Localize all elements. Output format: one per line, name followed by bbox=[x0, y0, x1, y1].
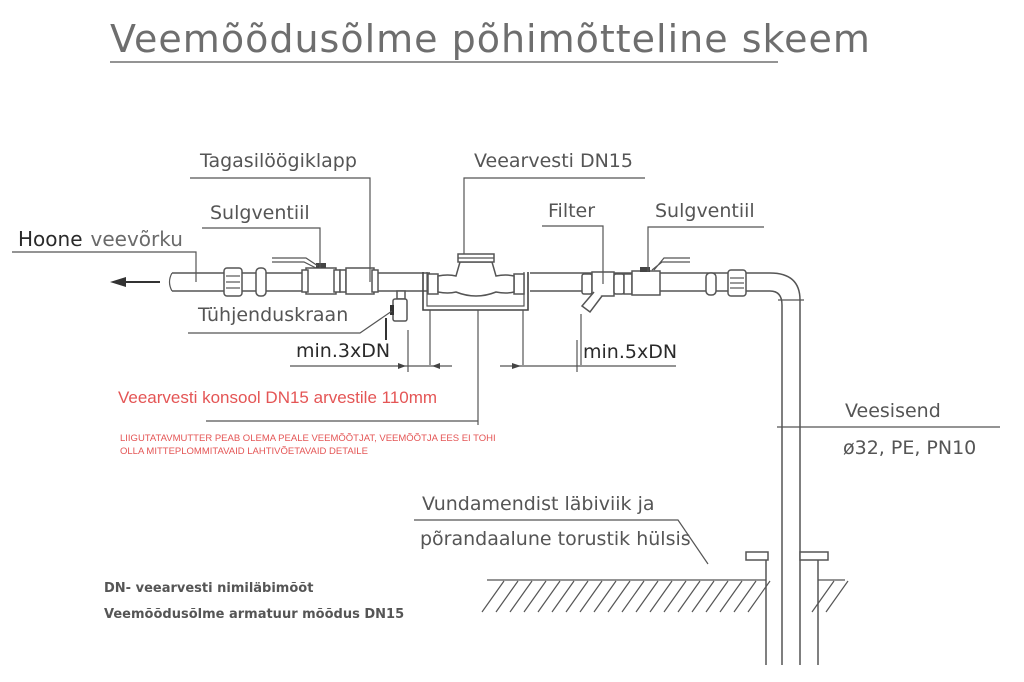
hatch-line bbox=[565, 580, 589, 613]
label-filter: Filter bbox=[548, 200, 595, 222]
shutoff-valve-left bbox=[272, 257, 341, 295]
note-warning-line1: LIIGUTATAVMUTTER PEAB OLEMA PEALE VEEMÕÕ… bbox=[120, 433, 496, 444]
leader-drain-valve bbox=[188, 310, 393, 334]
legend-dn-definition: DN- veearvesti nimiläbimõõt bbox=[104, 581, 313, 596]
hatch-line bbox=[691, 580, 715, 613]
hatch-line bbox=[811, 580, 835, 613]
label-water-inlet: Veesisend bbox=[845, 400, 941, 422]
hatch-line bbox=[733, 580, 757, 613]
union-left bbox=[223, 267, 243, 297]
label-drain-valve: Tühjenduskraan bbox=[197, 304, 348, 326]
hatch-line bbox=[579, 580, 603, 613]
label-check-valve: Tagasilöögiklapp bbox=[199, 150, 357, 172]
hatch-line bbox=[825, 580, 849, 613]
hatch-line bbox=[705, 580, 729, 613]
shutoff-valve-right bbox=[623, 257, 690, 296]
hatch-line bbox=[719, 580, 743, 613]
nut-left bbox=[255, 267, 267, 297]
leader-shutoff-valve-left bbox=[202, 227, 321, 268]
dimension-min-5xdn bbox=[500, 340, 676, 372]
hatch-line bbox=[551, 580, 575, 613]
label-shutoff-valve-right: Sulgventiil bbox=[655, 200, 755, 222]
main-pipe bbox=[168, 272, 801, 306]
hatch-line bbox=[523, 580, 547, 613]
hatch-line bbox=[495, 580, 519, 613]
leader-filter bbox=[542, 225, 604, 284]
hatch-line bbox=[677, 580, 701, 613]
hatch-line bbox=[621, 580, 645, 613]
hatch-line bbox=[537, 580, 561, 613]
label-min-3xdn: min.3xDN bbox=[296, 340, 390, 362]
check-valve bbox=[339, 267, 379, 295]
hatch-line bbox=[509, 580, 533, 613]
hatch-line bbox=[481, 580, 505, 613]
label-min-5xdn: min.5xDN bbox=[583, 341, 677, 363]
flow-arrow-icon bbox=[110, 277, 160, 287]
dimension-min-3xdn bbox=[290, 330, 452, 372]
diagram-title: Veemõõdusõlme põhimõtteline skeem bbox=[110, 17, 871, 61]
leader-shutoff-valve-right bbox=[647, 226, 764, 272]
leader-foundation bbox=[414, 519, 709, 565]
legend-fittings-size: Veemõõdusõlme armatuur mõõdus DN15 bbox=[104, 607, 404, 622]
label-water-meter: Veearvesti DN15 bbox=[474, 150, 633, 172]
hatch-line bbox=[593, 580, 617, 613]
riser-pipe bbox=[778, 299, 804, 665]
label-foundation-line2: põrandaalune torustik hülsis bbox=[420, 528, 691, 550]
leader-water-meter bbox=[463, 177, 645, 254]
pipe-sleeve bbox=[745, 551, 829, 665]
hatch-line bbox=[635, 580, 659, 613]
nut-right bbox=[705, 272, 717, 296]
strainer-filter bbox=[580, 271, 625, 365]
water-meter bbox=[422, 253, 529, 425]
hatch-line bbox=[663, 580, 687, 613]
note-meter-bracket: Veearvesti konsool DN15 arvestile 110mm bbox=[118, 388, 437, 407]
note-warning-line2: OLLA MITTEPLOMMITAVAID LAHTIVÕETAVAID DE… bbox=[120, 446, 368, 457]
hatch-line bbox=[649, 580, 673, 613]
hatch-line bbox=[747, 580, 771, 613]
leader-building-network bbox=[12, 251, 197, 282]
leader-check-valve bbox=[190, 177, 371, 282]
label-foundation-line1: Vundamendist läbiviik ja bbox=[422, 493, 655, 515]
label-shutoff-valve-left: Sulgventiil bbox=[210, 202, 310, 224]
hatch-line bbox=[607, 580, 631, 613]
union-right bbox=[727, 269, 747, 297]
ground-hatch bbox=[481, 579, 849, 613]
label-water-inlet-spec: ø32, PE, PN10 bbox=[843, 437, 976, 459]
drain-valve bbox=[385, 290, 408, 340]
